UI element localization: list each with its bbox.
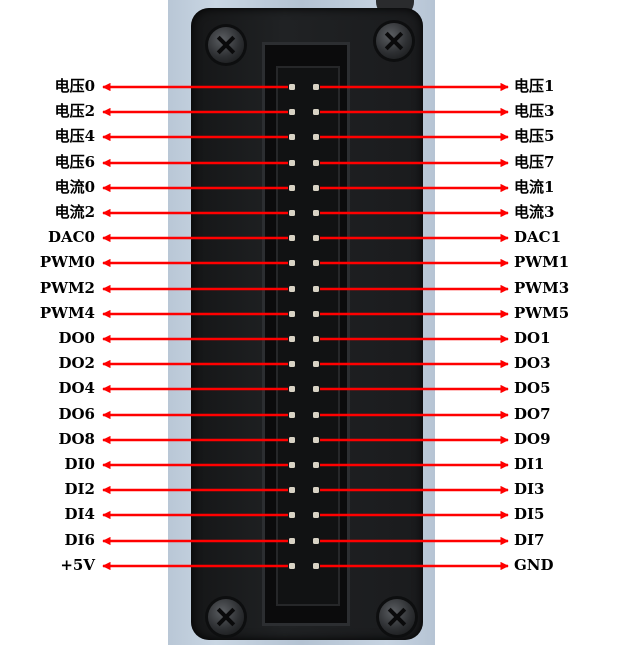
right-pin — [313, 462, 319, 468]
left-pin — [289, 286, 295, 292]
left-pin — [289, 134, 295, 140]
right-pin — [313, 210, 319, 216]
left-pin-label: 电压2 — [54, 102, 95, 120]
right-pin-label: 电压1 — [514, 77, 555, 95]
left-pin — [289, 311, 295, 317]
right-pin — [313, 160, 319, 166]
left-pin — [289, 412, 295, 418]
right-pin-label: DO3 — [514, 354, 551, 372]
right-pin-label: GND — [514, 556, 554, 574]
right-pin-label: DO5 — [514, 379, 551, 397]
screw-icon — [208, 27, 244, 63]
right-pin — [313, 563, 319, 569]
left-pin-label: 电流0 — [54, 178, 95, 196]
left-pin-label: PWM4 — [39, 304, 95, 322]
left-pin-label: PWM2 — [39, 279, 95, 297]
right-pin-label: DO7 — [514, 405, 551, 423]
right-pin — [313, 487, 319, 493]
left-pin-label: DO6 — [58, 405, 95, 423]
left-pin — [289, 386, 295, 392]
screw-icon — [379, 599, 415, 635]
right-pin — [313, 512, 319, 518]
right-pin-label: PWM1 — [514, 253, 570, 271]
left-pin — [289, 210, 295, 216]
right-pin — [313, 386, 319, 392]
right-pin — [313, 235, 319, 241]
left-pin — [289, 437, 295, 443]
left-pin — [289, 462, 295, 468]
right-pin-label: PWM3 — [514, 279, 570, 297]
left-pin — [289, 160, 295, 166]
left-pin-label: 电压6 — [54, 153, 95, 171]
right-pin — [313, 361, 319, 367]
right-pin-label: DO9 — [514, 430, 551, 448]
left-pin — [289, 336, 295, 342]
left-pin — [289, 361, 295, 367]
screw-icon — [208, 599, 244, 635]
left-pin — [289, 235, 295, 241]
right-pin-label: 电压5 — [514, 127, 555, 145]
right-pin-label: DI5 — [514, 505, 545, 523]
left-pin-label: DO8 — [58, 430, 95, 448]
left-pin-label: DI2 — [64, 480, 95, 498]
left-pin — [289, 185, 295, 191]
left-pin — [289, 538, 295, 544]
left-pin-label: 电流2 — [54, 203, 95, 221]
left-pin-label: DO4 — [58, 379, 95, 397]
right-pin-label: DI7 — [514, 531, 545, 549]
right-pin — [313, 84, 319, 90]
right-pin — [313, 538, 319, 544]
screw-icon — [376, 23, 412, 59]
right-pin-label: PWM5 — [514, 304, 570, 322]
left-pin-label: DO2 — [58, 354, 95, 372]
right-pin-label: DO1 — [514, 329, 551, 347]
right-pin-label: 电压3 — [514, 102, 555, 120]
right-pin — [313, 336, 319, 342]
left-pin-label: DI0 — [64, 455, 95, 473]
left-pin-label: DI4 — [64, 505, 95, 523]
right-pin-label: 电压7 — [514, 153, 555, 171]
left-pin-label: DO0 — [58, 329, 95, 347]
right-pin — [313, 412, 319, 418]
right-pin-label: DI1 — [514, 455, 545, 473]
left-pin — [289, 512, 295, 518]
right-pin-label: 电流1 — [514, 178, 555, 196]
right-pin — [313, 437, 319, 443]
right-pin — [313, 286, 319, 292]
right-pin-label: 电流3 — [514, 203, 555, 221]
left-pin — [289, 260, 295, 266]
left-pin — [289, 84, 295, 90]
right-pin — [313, 134, 319, 140]
right-pin — [313, 260, 319, 266]
right-pin-label: DI3 — [514, 480, 545, 498]
left-pin — [289, 563, 295, 569]
right-pin — [313, 311, 319, 317]
left-pin — [289, 109, 295, 115]
right-pin — [313, 109, 319, 115]
left-pin-label: DAC0 — [47, 228, 95, 246]
left-pin-label: DI6 — [64, 531, 95, 549]
right-pin — [313, 185, 319, 191]
left-pin-label: PWM0 — [39, 253, 95, 271]
left-pin-label: 电压0 — [54, 77, 95, 95]
right-pin-label: DAC1 — [514, 228, 562, 246]
left-pin — [289, 487, 295, 493]
left-pin-label: 电压4 — [54, 127, 95, 145]
left-pin-label: +5V — [60, 556, 95, 574]
